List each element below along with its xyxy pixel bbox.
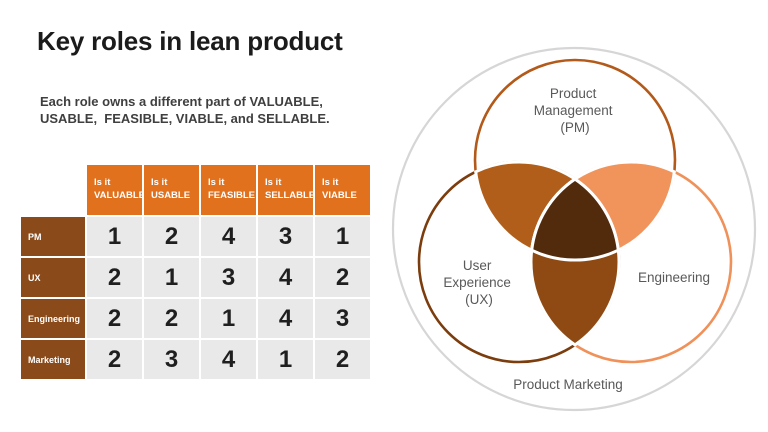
- value-cell: 2: [87, 299, 142, 338]
- value-cell: 1: [201, 299, 256, 338]
- roles-matrix-table: Is it VALUABLE Is it USABLE Is it FEASIB…: [21, 165, 370, 379]
- value-cell: 4: [258, 258, 313, 297]
- value-cell: 1: [87, 217, 142, 256]
- header-cell-valuable: Is it VALUABLE: [87, 165, 145, 215]
- header-cell-usable: Is it USABLE: [144, 165, 199, 215]
- venn-ux-label: User Experience (UX): [443, 258, 514, 307]
- venn-outer-circle: [391, 46, 757, 412]
- venn-diagram: Product Management (PM) User Experience …: [391, 46, 757, 412]
- value-cell: 3: [201, 258, 256, 297]
- value-cell: 2: [144, 299, 199, 338]
- value-cell: 1: [258, 340, 313, 379]
- page-title: Key roles in lean product: [37, 26, 343, 56]
- value-cell: 4: [201, 217, 256, 256]
- value-cell: 3: [315, 299, 370, 338]
- row-label-pm: PM: [21, 217, 85, 256]
- value-cell: 3: [144, 340, 199, 379]
- value-cell: 4: [258, 299, 313, 338]
- value-cell: 2: [87, 258, 142, 297]
- value-cell: 2: [87, 340, 142, 379]
- value-cell: 4: [201, 340, 256, 379]
- value-cell: 2: [315, 258, 370, 297]
- value-cell: 1: [144, 258, 199, 297]
- header-cell-viable: Is it VIABLE: [315, 165, 370, 215]
- value-cell: 3: [258, 217, 313, 256]
- table-corner-spacer: [21, 165, 85, 215]
- header-cell-sellable: Is it SELLABLE: [258, 165, 315, 215]
- venn-pm-label: Product Management (PM): [534, 86, 617, 135]
- value-cell: 2: [144, 217, 199, 256]
- value-cell: 2: [315, 340, 370, 379]
- header-cell-feasible: Is it FEASIBLE: [201, 165, 256, 215]
- row-label-engineering: Engineering: [21, 299, 85, 338]
- value-cell: 1: [315, 217, 370, 256]
- row-label-marketing: Marketing: [21, 340, 85, 379]
- venn-engineering-label: Engineering: [638, 270, 710, 285]
- subtitle: Each role owns a different part of VALUA…: [40, 94, 330, 127]
- venn-center-overlap: [530, 177, 620, 262]
- venn-product-marketing-label: Product Marketing: [513, 377, 623, 392]
- row-label-ux: UX: [21, 258, 85, 297]
